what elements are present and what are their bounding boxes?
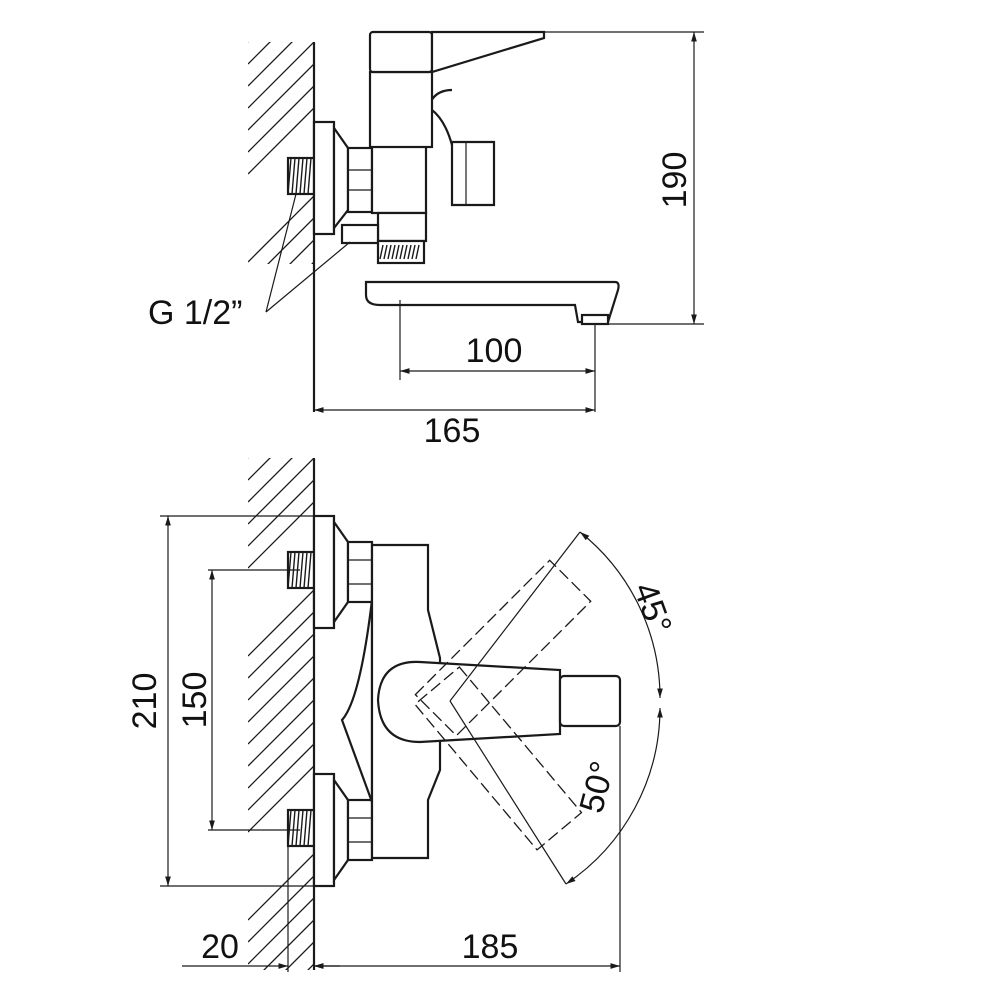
side-view: 190 100 165 G 1/2” [148,30,704,450]
flange-top [312,120,336,236]
aerator [580,313,610,326]
mixer-body-side [370,143,428,215]
dim-side-depth: 165 [424,412,481,450]
hex-nut-top [346,146,374,214]
dim-inlet-spacing: 150 [176,672,214,729]
handle-tip [558,674,622,728]
front-view: 45° 50° 210 150 20 185 [126,458,679,972]
dim-wall-offset: 20 [201,928,239,966]
small-thread-side [340,223,380,245]
lower-nut-side [376,211,428,243]
arc-45 [579,531,663,699]
hex-nut-lower [346,798,374,862]
hex-nut-upper [346,540,374,604]
flange-cone-top [332,124,350,232]
arc-50 [565,707,663,885]
dim-spout-reach: 100 [466,332,523,370]
flange-upper [312,514,336,630]
handle-top-side [368,30,434,74]
thread-size-label: G 1/2” [148,294,242,332]
angle-up-label: 45° [626,578,679,639]
center-connector [340,599,374,803]
angle-down-label: 50° [572,757,622,817]
handle-ghost-down [414,666,583,851]
dim-front-depth: 185 [462,928,519,966]
lever-side [430,30,546,74]
diverter-knob-side [450,140,496,207]
handle-ghost-up [414,559,592,737]
wall-hatch-bottom [248,458,314,970]
cartridge-column [368,70,434,149]
dim-front-height: 210 [126,673,164,730]
dim-side-height: 190 [656,152,694,209]
spout-side [364,280,620,324]
flange-lower [312,772,336,888]
